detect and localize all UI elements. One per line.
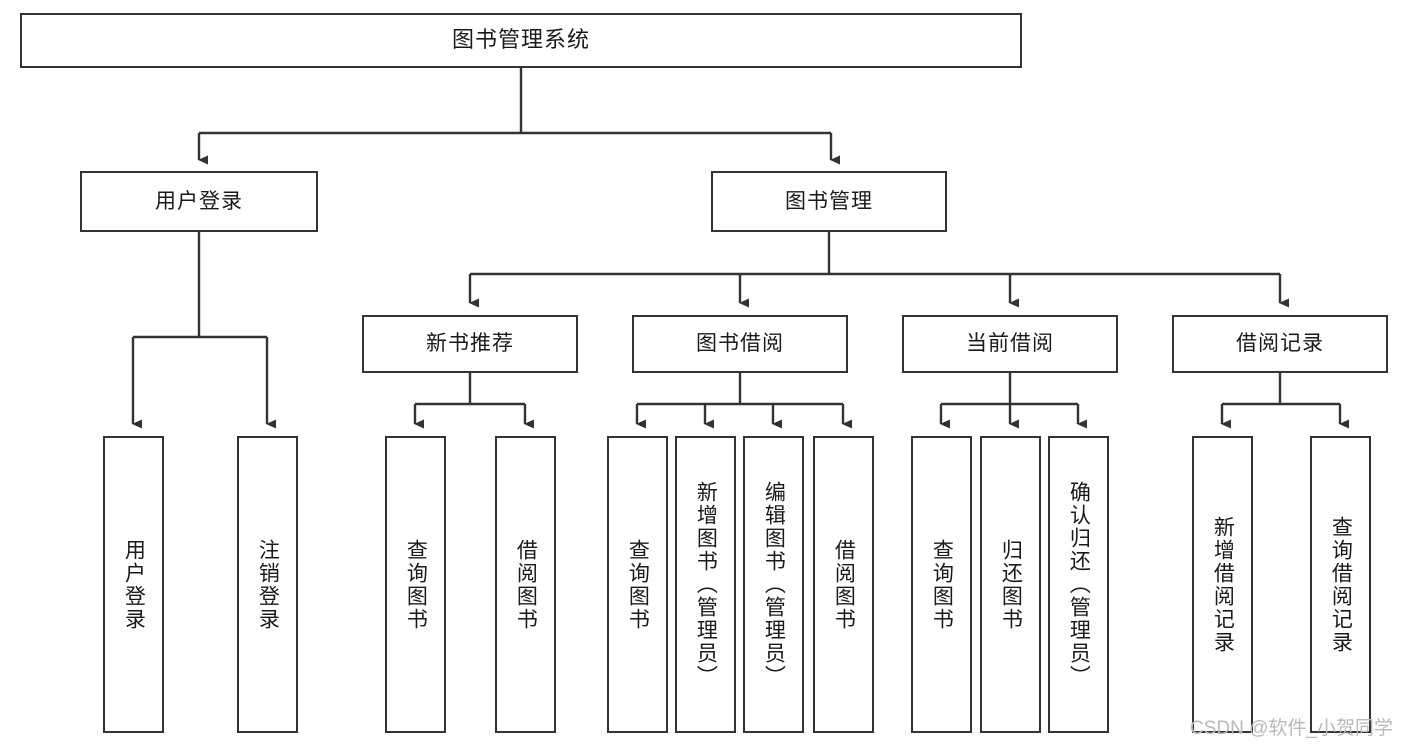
- leaf-query-book-borrow[interactable]: 查询图书: [607, 436, 668, 733]
- node-label: 用户登录: [155, 189, 243, 213]
- node-label: 图书管理系统: [451, 27, 590, 53]
- leaf-add-borrow-record[interactable]: 新增借阅记录: [1192, 436, 1253, 733]
- node-root-book-management-system[interactable]: 图书管理系统: [20, 13, 1022, 68]
- node-label: 当前借阅: [966, 332, 1054, 356]
- node-label: 归还图书: [999, 538, 1023, 631]
- node-borrow-record[interactable]: 借阅记录: [1172, 315, 1388, 373]
- leaf-query-book-current[interactable]: 查询图书: [911, 436, 972, 733]
- leaf-query-book-recommend[interactable]: 查询图书: [385, 436, 446, 733]
- node-label: 新增借阅记录: [1211, 515, 1235, 654]
- node-label: 借阅图书: [832, 538, 856, 631]
- node-new-book-recommend[interactable]: 新书推荐: [362, 315, 578, 373]
- node-label: 新书推荐: [426, 332, 514, 356]
- node-label: 查询借阅记录: [1329, 515, 1353, 654]
- node-label: 查询图书: [404, 538, 428, 631]
- leaf-user-logout[interactable]: 注销登录: [237, 436, 298, 733]
- node-label: 查询图书: [930, 538, 954, 631]
- node-user-login[interactable]: 用户登录: [80, 171, 318, 232]
- node-current-borrow[interactable]: 当前借阅: [902, 315, 1118, 373]
- node-label: 新增图书（管理员）: [694, 481, 718, 688]
- node-label: 借阅图书: [514, 538, 538, 631]
- leaf-confirm-return-admin[interactable]: 确认归还（管理员）: [1048, 436, 1109, 733]
- node-book-borrow[interactable]: 图书借阅: [632, 315, 848, 373]
- leaf-borrow-book[interactable]: 借阅图书: [813, 436, 874, 733]
- leaf-add-book-admin[interactable]: 新增图书（管理员）: [675, 436, 736, 733]
- node-label: 用户登录: [122, 538, 146, 631]
- leaf-borrow-book-recommend[interactable]: 借阅图书: [495, 436, 556, 733]
- leaf-edit-book-admin[interactable]: 编辑图书（管理员）: [743, 436, 804, 733]
- leaf-user-login[interactable]: 用户登录: [103, 436, 164, 733]
- node-label: 确认归还（管理员）: [1067, 481, 1091, 688]
- node-label: 查询图书: [626, 538, 650, 631]
- node-label: 图书管理: [785, 189, 873, 213]
- node-label: 图书借阅: [696, 332, 784, 356]
- leaf-return-book[interactable]: 归还图书: [980, 436, 1041, 733]
- node-label: 编辑图书（管理员）: [762, 481, 786, 688]
- node-label: 注销登录: [256, 538, 280, 631]
- leaf-query-borrow-record[interactable]: 查询借阅记录: [1310, 436, 1371, 733]
- node-book-management[interactable]: 图书管理: [711, 171, 947, 232]
- node-label: 借阅记录: [1236, 332, 1324, 356]
